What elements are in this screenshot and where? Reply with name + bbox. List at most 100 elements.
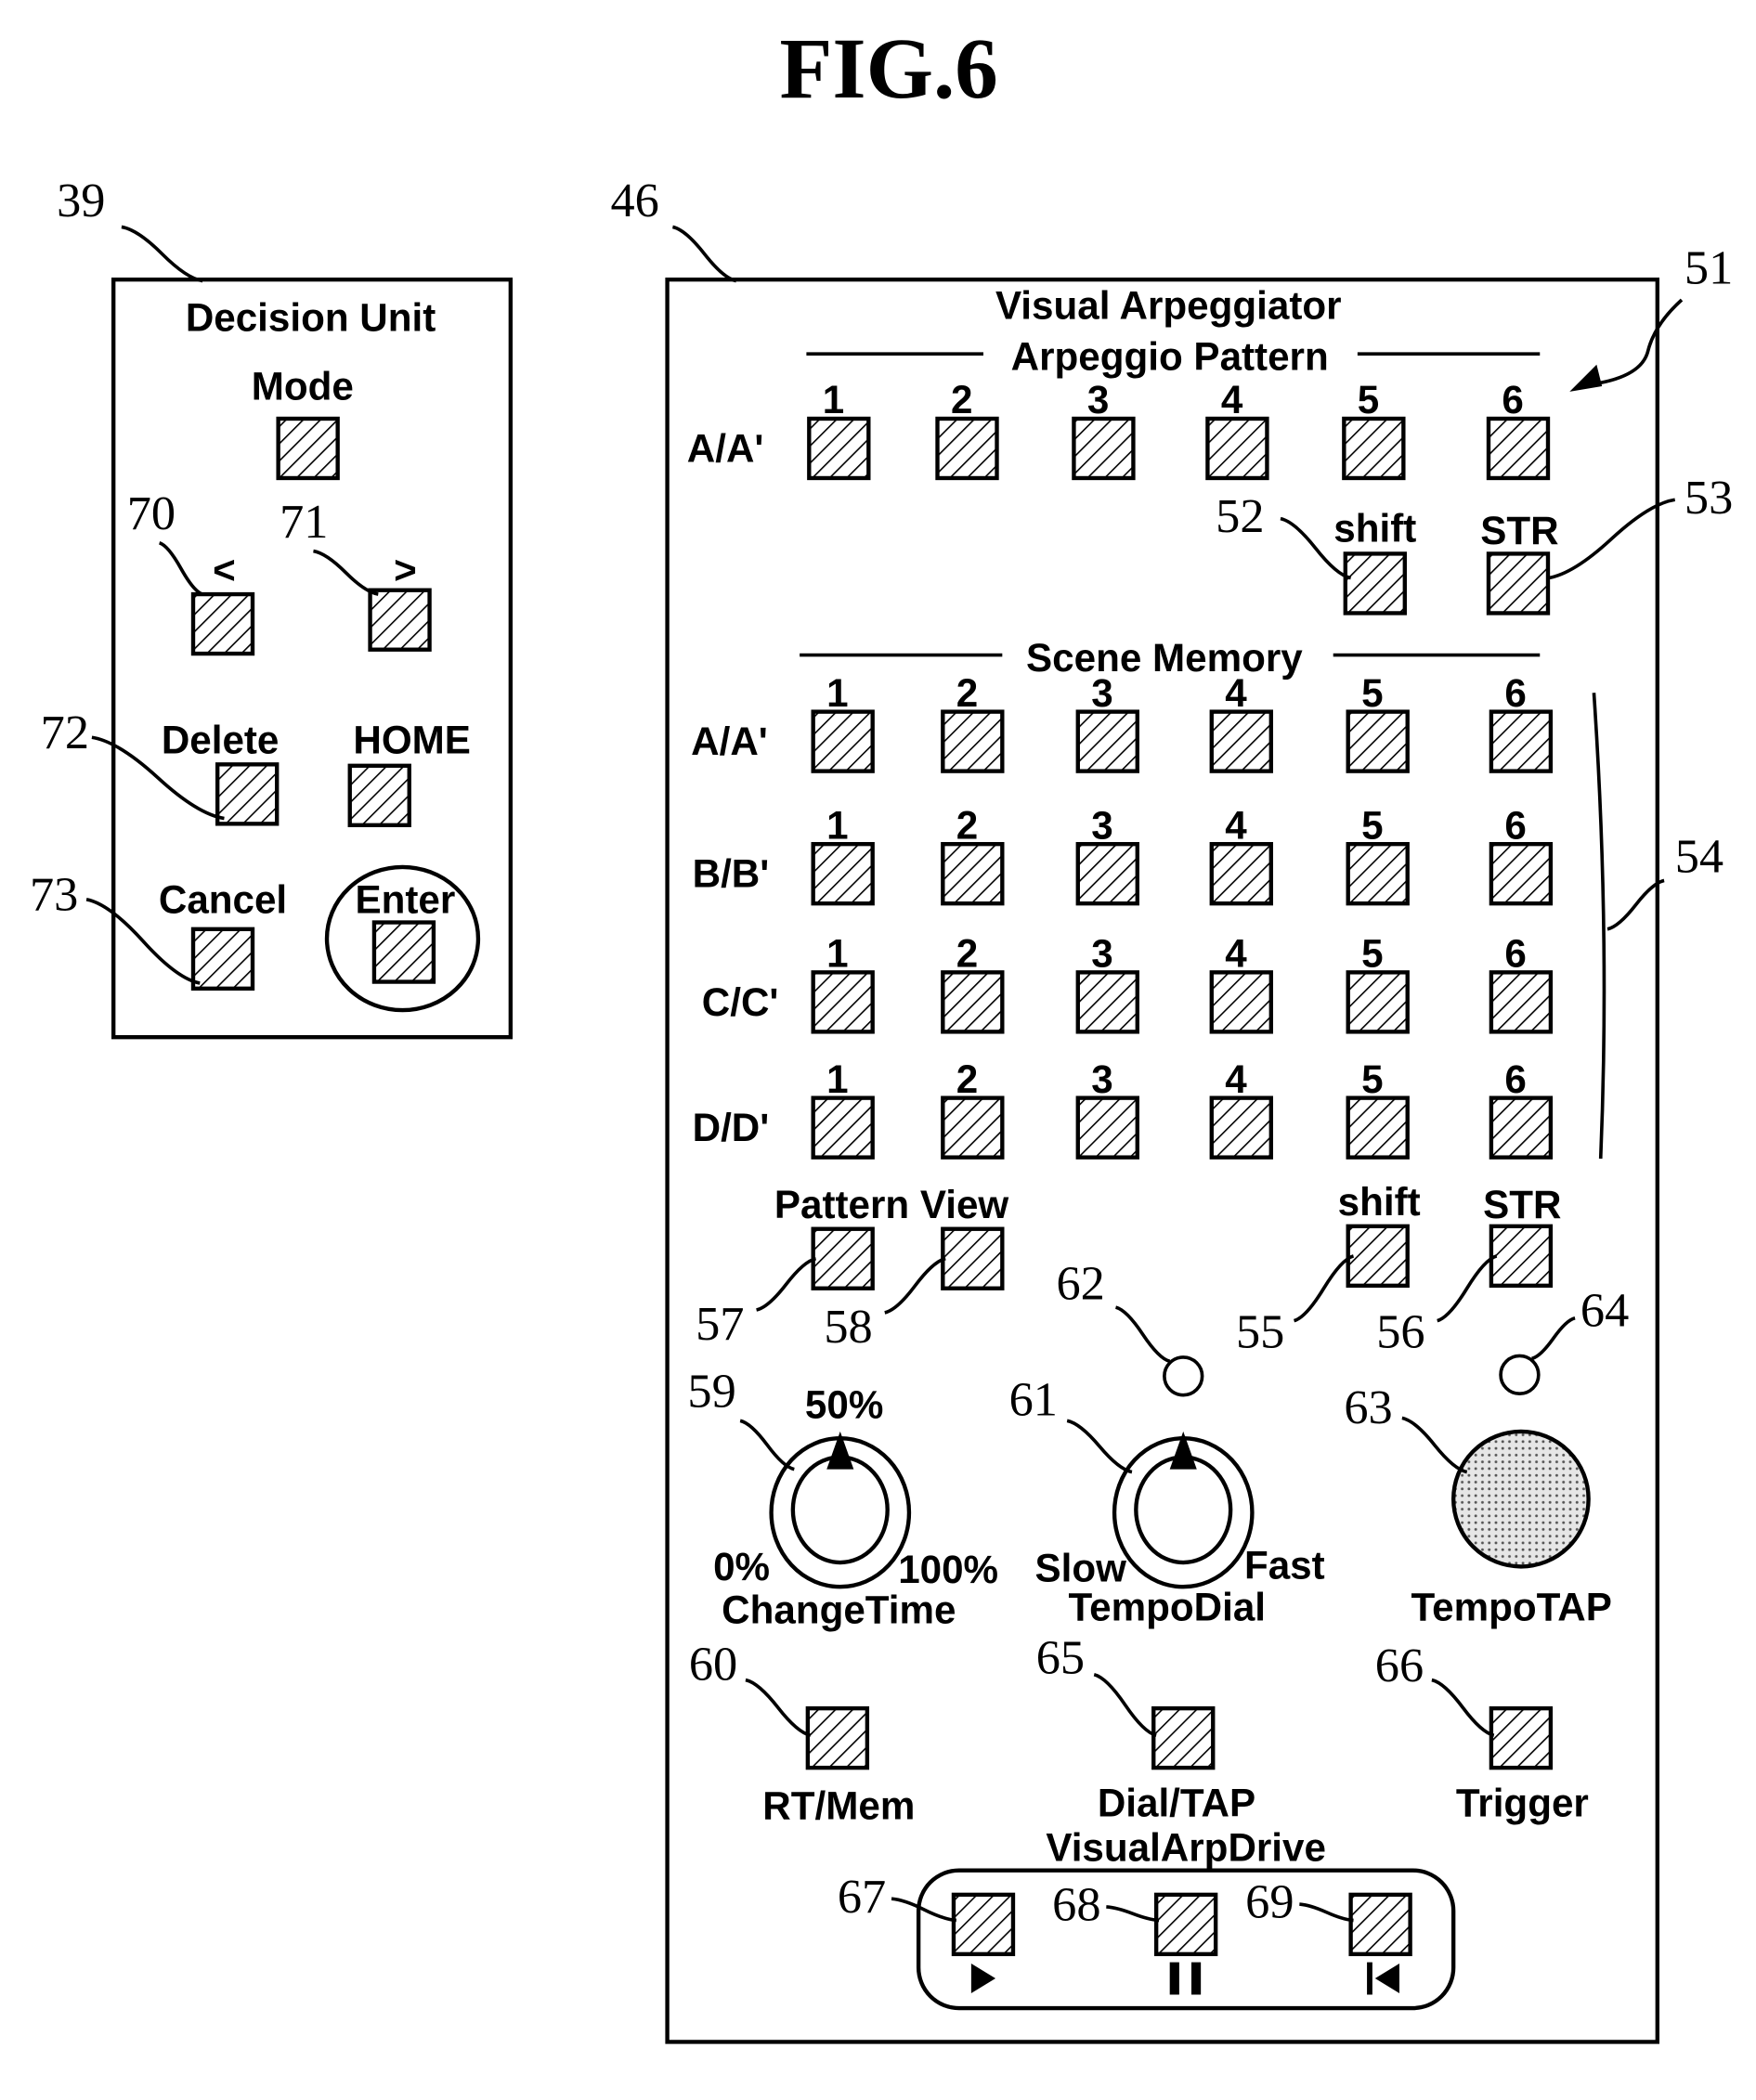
prev-button[interactable] [193,594,253,654]
rt-mem-label: RT/Mem [762,1783,915,1827]
scene-memory-button-4-5[interactable] [1348,1098,1408,1158]
next-button[interactable] [371,590,430,650]
leader-line [122,227,202,280]
scene-memory-button-3-4[interactable] [1212,972,1271,1031]
pattern-number: 2 [951,378,972,421]
leader-line [891,1899,956,1920]
str-label: STR [1483,1183,1561,1226]
scene-memory-button-1-4[interactable] [1212,712,1271,771]
scene-memory-button-1-1[interactable] [813,712,873,771]
scene-number: 6 [1504,932,1526,976]
knob-mark-min: 0% [713,1545,770,1588]
arpeggio-pattern-button-2[interactable] [938,419,997,478]
change-time-knob-inner[interactable] [793,1458,888,1562]
leader-line [1116,1307,1170,1361]
reference-number: 54 [1675,830,1723,884]
scene-memory-button-4-2[interactable] [943,1098,1002,1158]
tempo-tap-button[interactable] [1453,1432,1588,1566]
tempo-tap-label: TempoTAP [1411,1586,1612,1629]
mode-button[interactable] [279,419,338,478]
reference-number: 63 [1344,1381,1392,1434]
str-label: STR [1480,509,1558,552]
pattern-number: 4 [1221,378,1243,421]
reference-number: 60 [689,1638,737,1692]
leader-line [160,543,203,594]
arpeggio-pattern-button-3[interactable] [1073,419,1133,478]
scene-memory-button-4-4[interactable] [1212,1098,1271,1158]
delete-button[interactable] [217,764,277,823]
leader-line [1106,1907,1159,1921]
leader-line [1299,1904,1353,1920]
pattern-number: 6 [1502,378,1523,421]
change-time-label: ChangeTime [722,1588,956,1631]
shift-label: shift [1338,1180,1421,1224]
scene-shift-button[interactable] [1348,1226,1408,1286]
enter-button[interactable] [374,923,434,982]
trigger-button[interactable] [1491,1708,1551,1768]
leader-line [885,1259,945,1313]
scene-number: 2 [956,671,978,715]
reference-number: 53 [1684,471,1733,525]
reference-number: 65 [1036,1630,1085,1684]
scene-number: 3 [1091,1057,1112,1101]
reference-number: 51 [1684,241,1733,295]
rt-mem-button[interactable] [808,1708,867,1768]
pattern-button[interactable] [813,1229,873,1289]
scene-memory-button-2-4[interactable] [1212,844,1271,903]
scene-number: 1 [826,932,848,976]
reference-number: 62 [1057,1256,1105,1310]
dial-tap-label: Dial/TAP [1098,1781,1255,1824]
cancel-button[interactable] [193,929,253,989]
reference-number: 67 [838,1870,886,1924]
delete-label: Delete [162,719,280,762]
scene-memory-button-3-2[interactable] [943,972,1002,1031]
reference-number: 69 [1245,1875,1294,1929]
leader-line [313,551,378,595]
tempo-dial-knob-inner[interactable] [1136,1458,1230,1562]
skip-back-button[interactable] [1351,1895,1411,1954]
scene-memory-button-1-5[interactable] [1348,712,1408,771]
scene-number: 4 [1225,932,1247,976]
scene-number: 6 [1504,803,1526,847]
arpeggio-pattern-button-4[interactable] [1207,419,1267,478]
arpeggio-shift-button[interactable] [1346,553,1405,613]
home-button[interactable] [350,766,410,825]
scene-number: 5 [1361,1057,1383,1101]
row-label: A/A' [687,427,764,471]
scene-memory-button-2-1[interactable] [813,844,873,903]
scene-memory-button-2-5[interactable] [1348,844,1408,903]
view-button[interactable] [943,1229,1002,1289]
row-label: C/C' [702,980,779,1024]
visual-arp-drive-title: VisualArpDrive [1046,1825,1326,1869]
scene-number: 3 [1091,932,1112,976]
scene-memory-button-2-6[interactable] [1491,844,1551,903]
scene-memory-button-3-6[interactable] [1491,972,1551,1031]
home-label: HOME [353,719,471,762]
scene-memory-button-4-6[interactable] [1491,1098,1551,1158]
arpeggio-pattern-button-6[interactable] [1489,419,1548,478]
scene-str-button[interactable] [1491,1226,1551,1286]
mode-label: Mode [252,365,354,408]
scene-memory-button-3-3[interactable] [1078,972,1138,1031]
arpeggio-str-button[interactable] [1489,553,1548,613]
scene-memory-button-3-5[interactable] [1348,972,1408,1031]
scene-memory-button-3-1[interactable] [813,972,873,1031]
dial-tap-button[interactable] [1153,1708,1213,1768]
scene-memory-button-4-3[interactable] [1078,1098,1138,1158]
scene-memory-button-1-2[interactable] [943,712,1002,771]
arpeggio-pattern-button-1[interactable] [809,419,868,478]
scene-memory-button-1-3[interactable] [1078,712,1138,771]
pattern-number: 3 [1087,378,1109,421]
tempo-dial-label: TempoDial [1069,1586,1266,1629]
scene-memory-button-2-2[interactable] [943,844,1002,903]
pause-button[interactable] [1156,1895,1216,1954]
reference-number: 59 [687,1365,735,1419]
scene-memory-button-1-6[interactable] [1491,712,1551,771]
row-label: D/D' [693,1106,770,1149]
visual-arpeggiator-title: Visual Arpeggiator [995,283,1342,327]
scene-memory-button-2-3[interactable] [1078,844,1138,903]
play-button[interactable] [954,1895,1013,1954]
arpeggio-pattern-button-5[interactable] [1344,419,1403,478]
scene-memory-button-4-1[interactable] [813,1098,873,1158]
skip-back-icon [1367,1963,1399,1995]
